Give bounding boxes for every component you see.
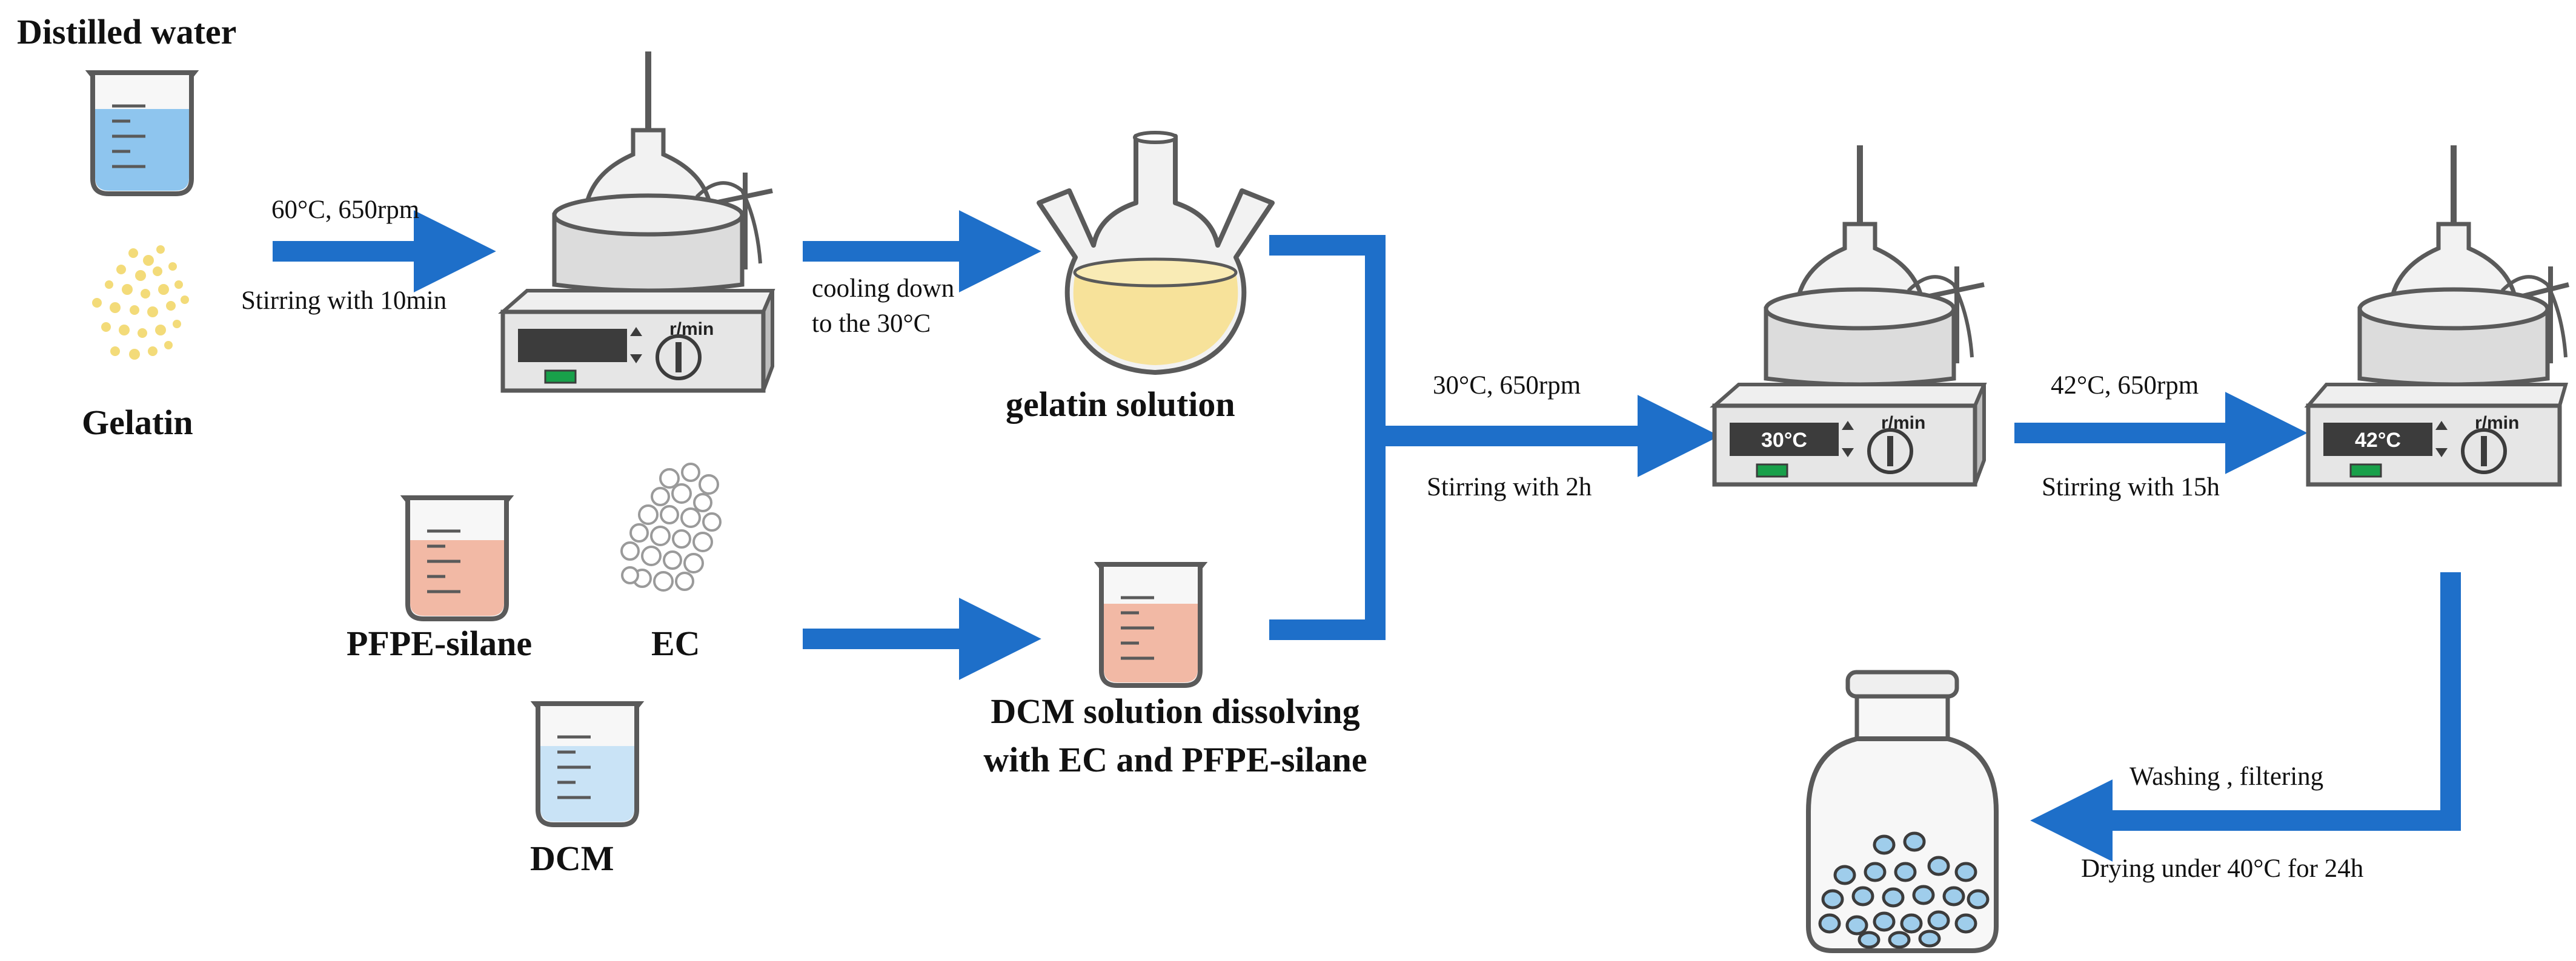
arrow-merge-upper (1269, 235, 1386, 640)
label-distilled-water: Distilled water (17, 12, 237, 51)
cond-cooling-line2: to the 30°C (812, 309, 931, 338)
cond-step1-temp: 60°C, 650rpm (271, 196, 420, 224)
microcapsule-beads (1818, 831, 1990, 949)
magnetic-stirrer-icon: 42°C r/min (2304, 145, 2569, 487)
arrow-wash-dry (2030, 572, 2461, 862)
cond-wash: Washing , filtering (2130, 762, 2324, 791)
three-neck-flask-icon (1037, 131, 1275, 375)
ec-particles-icon (620, 463, 722, 592)
magnetic-stirrer-icon: r/min (498, 51, 775, 393)
stirrer-button-3 (2349, 463, 2382, 478)
label-dcm: DCM (530, 839, 614, 878)
cond-step4-temp: 42°C, 650rpm (2051, 371, 2199, 400)
stirrer-display-2: 30°C (1761, 429, 1807, 452)
label-pfpe-silane: PFPE-silane (347, 624, 533, 663)
label-ec: EC (651, 624, 700, 663)
label-gelatin: Gelatin (82, 403, 193, 442)
cond-step3-time: Stirring with 2h (1427, 473, 1592, 501)
stirrer-button-2 (1756, 463, 1788, 478)
beaker-icon (85, 70, 199, 196)
cond-step1-time: Stirring with 10min (241, 286, 447, 315)
cond-cooling-line1: cooling down (812, 274, 955, 303)
stirrer-button-1 (544, 369, 577, 384)
flow-arrows (273, 210, 2461, 862)
beaker-icon (530, 701, 645, 827)
beaker-icon (400, 495, 514, 621)
cond-step3-temp: 30°C, 650rpm (1433, 371, 1581, 400)
cond-step4-time: Stirring with 15h (2042, 473, 2220, 501)
storage-bottle-icon (1806, 670, 1999, 953)
gelatin-granules-icon (92, 245, 189, 360)
cond-dry: Drying under 40°C for 24h (2081, 854, 2364, 883)
label-gelatin-solution: gelatin solution (1006, 385, 1235, 424)
label-dcm-solution-line2: with EC and PFPE-silane (983, 740, 1367, 779)
label-dcm-solution-line1: DCM solution dissolving (991, 692, 1360, 731)
stirrer-display-3: 42°C (2355, 429, 2401, 452)
beaker-icon (1094, 562, 1208, 688)
magnetic-stirrer-icon: 30°C r/min (1710, 145, 1987, 487)
